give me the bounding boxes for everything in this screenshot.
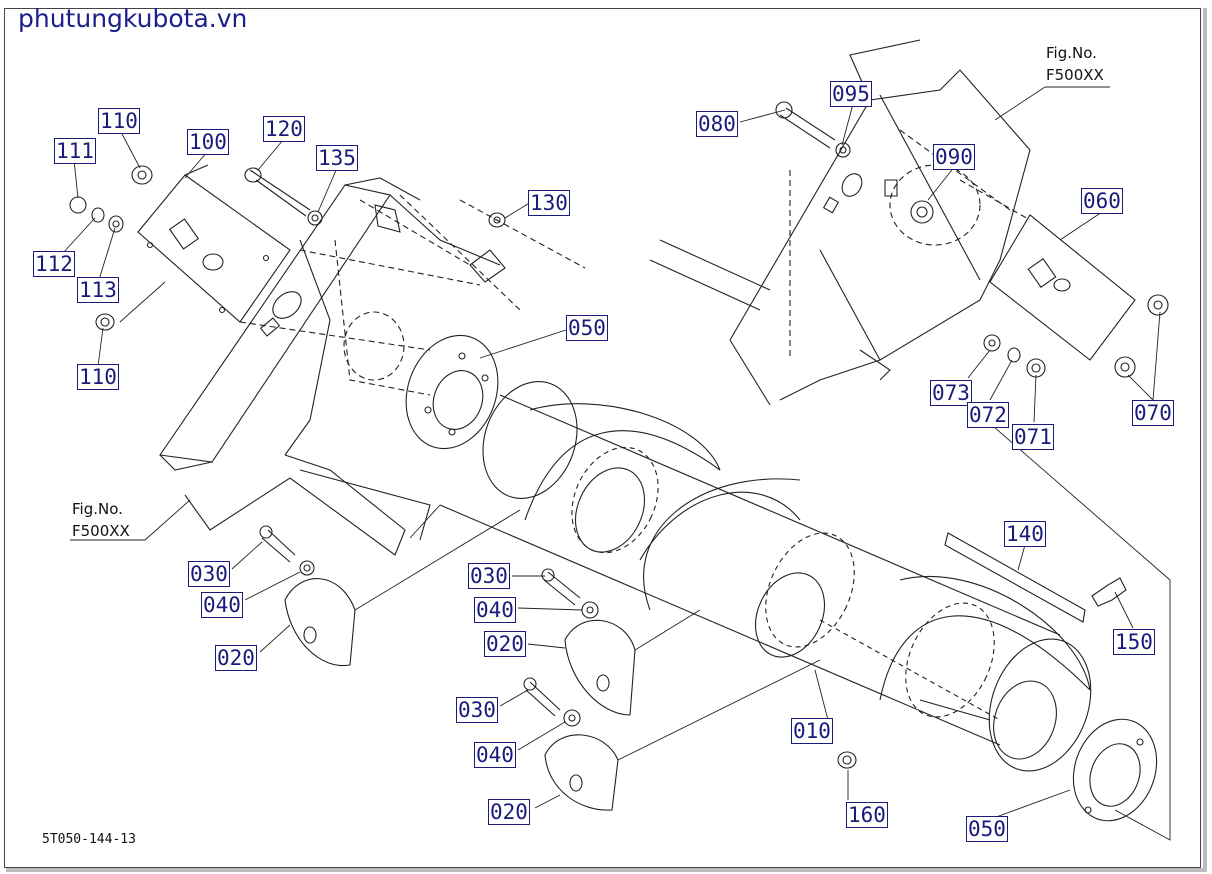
part-label-112[interactable]: 112	[33, 251, 75, 277]
nut-110-top	[132, 166, 152, 184]
nut-111	[70, 197, 86, 213]
right-plate-060	[990, 215, 1135, 360]
part-label-030-b[interactable]: 030	[468, 563, 510, 589]
nut-070-top	[1148, 295, 1168, 315]
nut-071	[1027, 359, 1045, 377]
drawing-code: 5T050-144-13	[42, 832, 136, 847]
part-label-020-a[interactable]: 020	[215, 645, 257, 671]
part-label-140[interactable]: 140	[1004, 521, 1046, 547]
part-label-020-c[interactable]: 020	[488, 799, 530, 825]
part-label-050-left[interactable]: 050	[566, 315, 608, 341]
fig-ref-code-left: F500XX	[72, 522, 130, 540]
fig-ref-code-right: F500XX	[1046, 66, 1104, 84]
washer-040-a	[300, 561, 314, 575]
part-label-100[interactable]: 100	[187, 129, 229, 155]
right-hidden-lines	[790, 130, 1030, 360]
washer-095	[836, 143, 850, 157]
washer-135	[308, 211, 322, 225]
part-label-071[interactable]: 071	[1012, 424, 1054, 450]
diagram-frame	[4, 8, 1201, 868]
washer-112	[92, 208, 104, 222]
grease-fitting-150	[1092, 578, 1126, 606]
part-label-050-right[interactable]: 050	[966, 816, 1008, 842]
bolt-080	[776, 102, 835, 148]
part-label-110[interactable]: 110	[98, 108, 140, 134]
part-label-072[interactable]: 072	[967, 402, 1009, 428]
right-housing	[650, 40, 1030, 405]
bushing-090	[911, 201, 933, 223]
assembly-lines	[355, 380, 1170, 840]
part-label-030-a[interactable]: 030	[188, 561, 230, 587]
part-label-111[interactable]: 111	[54, 138, 96, 164]
scraper-strip-140	[945, 533, 1085, 622]
washer-040-c	[564, 710, 580, 726]
part-label-040-a[interactable]: 040	[201, 592, 243, 618]
part-label-150[interactable]: 150	[1113, 629, 1155, 655]
frame-shadow-bottom	[6, 868, 1207, 872]
paddle-middle	[565, 620, 635, 715]
nut-130	[489, 213, 505, 227]
bolt-120	[245, 168, 310, 216]
part-label-073[interactable]: 073	[930, 380, 972, 406]
nut-160	[838, 752, 856, 768]
bolt-030-a	[260, 526, 295, 562]
bolt-030-c	[524, 678, 560, 716]
part-label-020-b[interactable]: 020	[484, 631, 526, 657]
washer-072	[1008, 348, 1020, 362]
paddle-lower	[545, 735, 618, 810]
part-label-135[interactable]: 135	[316, 145, 358, 171]
part-label-040-b[interactable]: 040	[474, 597, 516, 623]
washer-113	[109, 216, 123, 232]
washer-040-b	[582, 602, 598, 618]
part-label-090[interactable]: 090	[933, 144, 975, 170]
part-label-010[interactable]: 010	[791, 718, 833, 744]
part-label-120[interactable]: 120	[263, 116, 305, 142]
fig-ref-label-right: Fig.No.	[1046, 44, 1097, 62]
part-label-113[interactable]: 113	[77, 277, 119, 303]
washer-073	[984, 335, 1000, 351]
frame-shadow-right	[1203, 8, 1207, 872]
auger-assembly	[440, 368, 1108, 785]
part-label-095[interactable]: 095	[830, 81, 872, 107]
paddle-upper	[285, 579, 355, 666]
left-hidden-lines	[240, 195, 585, 395]
part-label-110-lower[interactable]: 110	[77, 364, 119, 390]
nut-070-bottom	[1115, 357, 1135, 377]
fig-ref-label-left: Fig.No.	[72, 500, 123, 518]
watermark: phutungkubota.vn	[18, 4, 248, 33]
left-housing-beam	[160, 178, 505, 555]
bolt-030-b	[542, 569, 580, 605]
leader-lines	[62, 87, 1160, 820]
part-label-040-c[interactable]: 040	[474, 742, 516, 768]
left-bearing-flange	[391, 322, 513, 461]
part-label-080[interactable]: 080	[696, 111, 738, 137]
part-label-130[interactable]: 130	[528, 190, 570, 216]
part-label-160[interactable]: 160	[846, 802, 888, 828]
part-label-030-c[interactable]: 030	[456, 697, 498, 723]
nut-110-bottom	[96, 314, 114, 330]
auger-hidden-lines	[556, 433, 1012, 731]
part-label-070[interactable]: 070	[1132, 400, 1174, 426]
right-bearing-flange	[1060, 707, 1171, 832]
part-label-060[interactable]: 060	[1081, 188, 1123, 214]
